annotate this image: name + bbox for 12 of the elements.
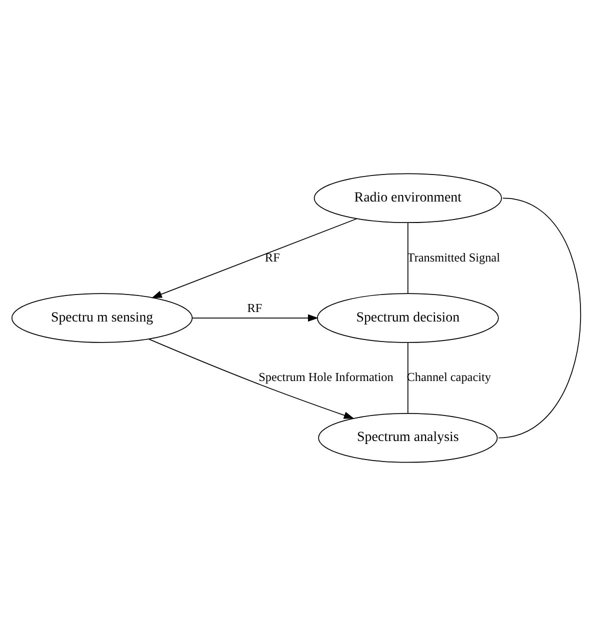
node-ellipse: Radio environment (314, 173, 502, 224)
arrow (192, 314, 318, 322)
arrow (151, 218, 358, 298)
edge-label: Spectrum Hole Information (258, 370, 394, 384)
node-ellipse: Spectrum decision (316, 293, 499, 343)
edge-label: RF (264, 250, 280, 264)
edge-label: RF (247, 301, 262, 316)
node-ellipse: Spectru m sensing (11, 293, 193, 343)
connector (407, 222, 408, 294)
connector (407, 342, 408, 414)
connector (498, 198, 582, 438)
arrow (148, 338, 354, 419)
